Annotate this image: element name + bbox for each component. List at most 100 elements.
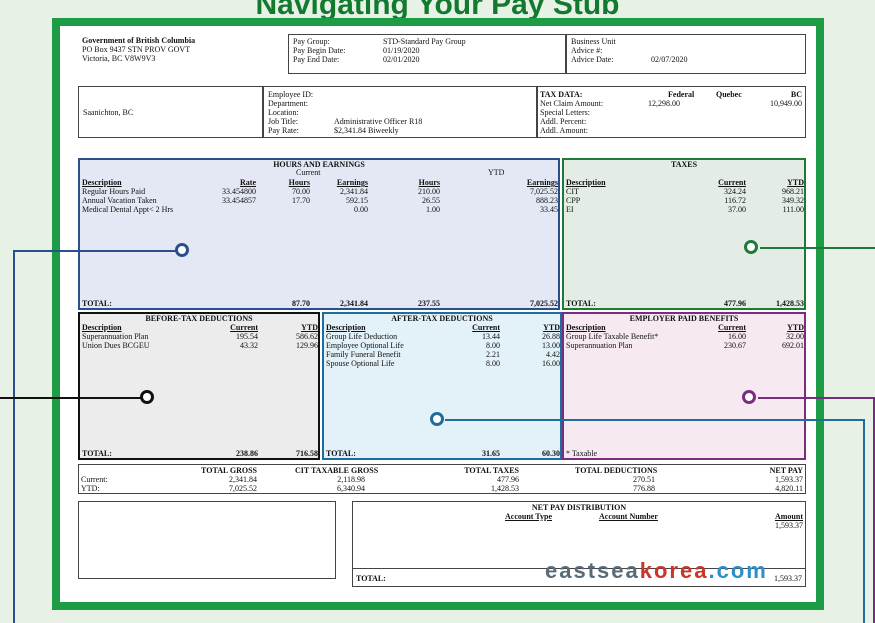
taxes-row-current: 116.72 xyxy=(724,196,746,205)
hours-ytd-label: YTD xyxy=(488,168,505,177)
before-tax-callout-line xyxy=(0,397,145,399)
addl-amount-label: Addl. Amount: xyxy=(540,126,589,135)
summary-ytd-net: 4,820.11 xyxy=(775,484,803,493)
taxes-col-current: Current xyxy=(718,178,746,187)
summary-col-deductions: TOTAL DEDUCTIONS xyxy=(575,466,658,475)
pay-group-label: Pay Group: xyxy=(293,37,330,46)
hours-col-hours: Hours xyxy=(288,178,310,187)
advice-number-label: Advice #: xyxy=(571,46,603,55)
pay-end-label: Pay End Date: xyxy=(293,55,340,64)
after-tax-row-description: Spouse Optional Life xyxy=(326,359,395,368)
hours-row-description: Medical Dental Appt< 2 Hrs xyxy=(82,205,174,214)
hours-col-rate: Rate xyxy=(240,178,256,187)
before-tax-col-description: Description xyxy=(82,323,122,332)
hours-callout-line xyxy=(13,250,183,252)
hours-row-earnings: 2,341.84 xyxy=(340,187,368,196)
before-tax-row-ytd: 586.62 xyxy=(296,332,318,341)
net-pay-distribution-title: NET PAY DISTRIBUTION xyxy=(531,503,627,512)
after-tax-row-current: 13.44 xyxy=(482,332,500,341)
hours-total-ytd-earnings: 7,025.52 xyxy=(530,299,558,308)
employer-benefits-row-description: Superannuation Plan xyxy=(566,341,633,350)
hours-row-ytd-hours: 210.00 xyxy=(418,187,440,196)
hours-row-ytd-earnings: 888.23 xyxy=(536,196,558,205)
taxes-col-ytd: YTD xyxy=(787,178,804,187)
hours-current-label: Current xyxy=(296,168,321,177)
after-tax-total-current: 31.65 xyxy=(482,449,500,458)
watermark-part-1: eastsea xyxy=(545,558,640,583)
after-tax-row-current: 8.00 xyxy=(486,359,500,368)
hours-callout-marker xyxy=(175,243,189,257)
hours-total-earnings: 2,341.84 xyxy=(340,299,368,308)
taxes-row-current: 324.24 xyxy=(724,187,746,196)
hours-row-description: Regular Hours Paid xyxy=(82,187,146,196)
location-label: Location: xyxy=(268,108,299,117)
taxes-row-ytd: 111.00 xyxy=(782,205,804,214)
taxes-total-current: 477.96 xyxy=(724,299,746,308)
hours-total-hours: 87.70 xyxy=(292,299,310,308)
net-claim-federal: 12,298.00 xyxy=(648,99,680,108)
net-pay-col-account-type: Account Type xyxy=(505,512,553,521)
net-pay-distribution-box: NET PAY DISTRIBUTION Account Type Accoun… xyxy=(352,501,806,587)
summary-ytd-gross: 7,025.52 xyxy=(229,484,257,493)
pay-rate-value: $2,341.84 Biweekly xyxy=(334,126,399,135)
hours-row-ytd-earnings: 7,025.52 xyxy=(530,187,558,196)
before-tax-row-description: Union Dues BCGEU xyxy=(82,341,150,350)
job-title-label: Job Title: xyxy=(268,117,299,126)
after-tax-row-current: 8.00 xyxy=(486,341,500,350)
business-unit-label: Business Unit xyxy=(571,37,616,46)
taxes-col-description: Description xyxy=(566,178,606,187)
after-tax-callout-marker xyxy=(430,412,444,426)
watermark-part-3: .com xyxy=(708,558,768,583)
hours-row-rate: 33.454857 xyxy=(222,196,256,205)
net-claim-label: Net Claim Amount: xyxy=(540,99,604,108)
net-pay-amount-value: 1,593.37 xyxy=(775,521,803,530)
before-tax-row-description: Superannuation Plan xyxy=(82,332,149,341)
hours-row-ytd-hours: 1.00 xyxy=(426,205,440,214)
summary-col-gross: TOTAL GROSS xyxy=(201,466,257,475)
hours-row-hours: 17.70 xyxy=(292,196,310,205)
pay-rate-label: Pay Rate: xyxy=(268,126,299,135)
special-letters-label: Special Letters: xyxy=(540,108,590,117)
employer-benefits-section: EMPLOYER PAID BENEFITS Description Curre… xyxy=(562,312,806,460)
taxes-callout-marker xyxy=(744,240,758,254)
employer-address-2: Victoria, BC V8W9V3 xyxy=(82,54,156,63)
after-tax-section: AFTER-TAX DEDUCTIONS Description Current… xyxy=(322,312,562,460)
employer-callout-marker xyxy=(742,390,756,404)
employer-benefits-col-current: Current xyxy=(718,323,746,332)
addl-percent-label: Addl. Percent: xyxy=(540,117,587,126)
after-tax-row-ytd: 26.88 xyxy=(542,332,560,341)
pay-group-value: STD-Standard Pay Group xyxy=(383,37,466,46)
hours-row-rate: 33.454800 xyxy=(222,187,256,196)
before-tax-col-ytd: YTD xyxy=(301,323,318,332)
hours-col-earnings: Earnings xyxy=(336,178,368,187)
after-tax-total-label: TOTAL: xyxy=(326,449,356,458)
after-tax-callout-line xyxy=(445,419,865,421)
employee-id-label: Employee ID: xyxy=(268,90,314,99)
hours-earnings-section: HOURS AND EARNINGS Current YTD Descripti… xyxy=(78,158,560,310)
taxes-total-label: TOTAL: xyxy=(566,299,596,308)
summary-col-net: NET PAY xyxy=(769,466,803,475)
net-pay-total-label: TOTAL: xyxy=(356,574,386,583)
employer-benefits-row-ytd: 32.00 xyxy=(786,332,804,341)
hours-callout-line xyxy=(13,250,15,623)
employee-info-box: Employee ID: Department: Location: Job T… xyxy=(263,86,537,138)
net-claim-bc: 10,949.00 xyxy=(770,99,802,108)
tax-col-quebec: Quebec xyxy=(716,90,742,99)
employer-benefits-title: EMPLOYER PAID BENEFITS xyxy=(629,314,739,323)
taxes-section: TAXES Description Current YTD CIT 324.24… xyxy=(562,158,806,310)
tax-data-box: TAX DATA: Federal Quebec BC Net Claim Am… xyxy=(537,86,806,138)
pay-group-box: Pay Group: STD-Standard Pay Group Pay Be… xyxy=(288,34,566,74)
department-label: Department: xyxy=(268,99,308,108)
hours-col-ytd-earnings: Earnings xyxy=(526,178,558,187)
employer-benefits-footnote: * Taxable xyxy=(566,449,598,458)
employer-info-box: Government of British Columbia PO Box 94… xyxy=(78,34,288,74)
summary-box: TOTAL GROSS CIT TAXABLE GROSS TOTAL TAXE… xyxy=(78,464,806,494)
tax-data-title: TAX DATA: xyxy=(540,90,583,99)
employer-callout-line xyxy=(758,397,875,399)
after-tax-row-description: Group Life Deduction xyxy=(326,332,398,341)
employer-benefits-col-ytd: YTD xyxy=(787,323,804,332)
taxes-row-description: CPP xyxy=(566,196,581,205)
before-tax-callout-marker xyxy=(140,390,154,404)
hours-row-earnings: 0.00 xyxy=(354,205,368,214)
before-tax-total-ytd: 716.58 xyxy=(296,449,318,458)
